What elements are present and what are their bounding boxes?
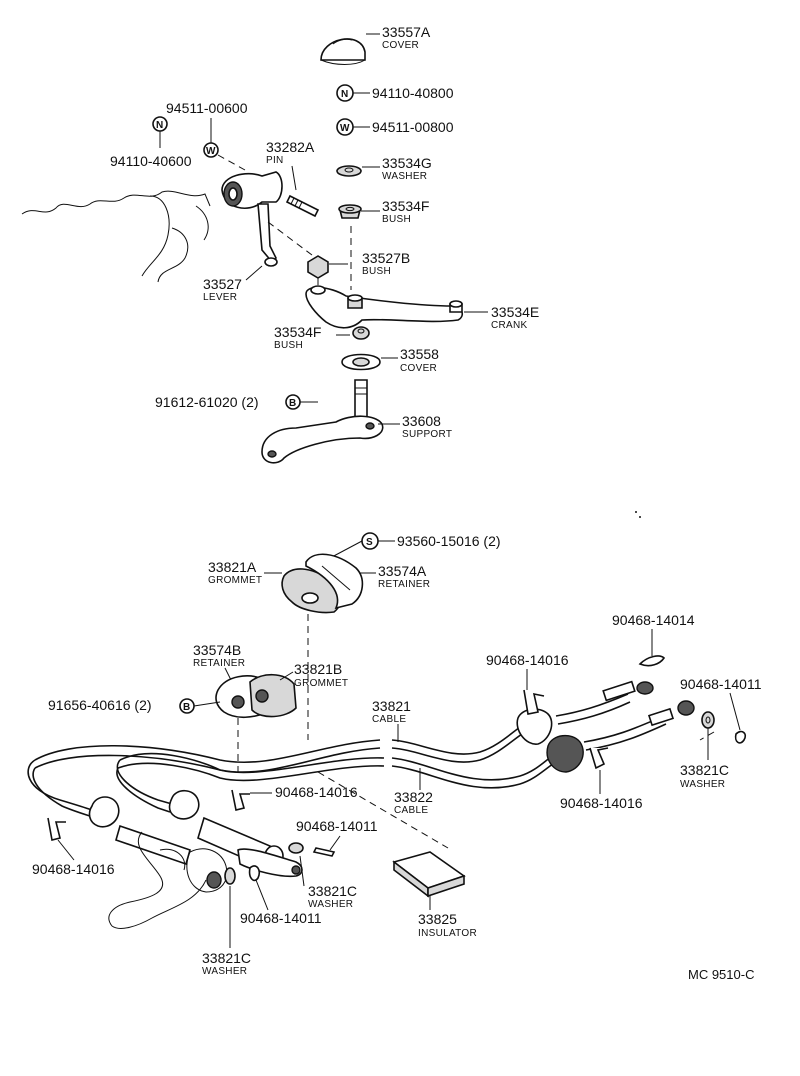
label-33534f-low-name: BUSH <box>274 340 303 351</box>
label-33608-num: 33608 <box>402 413 441 429</box>
label-33527-name: LEVER <box>203 292 237 303</box>
cover-33558-part <box>341 353 381 371</box>
clip-right-upper <box>523 689 545 715</box>
label-90468-14011-low: 90468-14011 <box>240 910 322 926</box>
pin-mid-small <box>312 847 336 857</box>
badge-letter-s: S <box>366 537 373 548</box>
label-33821a-name: GROMMET <box>208 575 262 586</box>
label-33608-name: SUPPORT <box>402 429 452 440</box>
label-33574a-num: 33574A <box>378 563 427 579</box>
bush-33527b-part <box>307 255 329 279</box>
label-33821b-num: 33821B <box>294 661 342 677</box>
retainer-33574a-part <box>305 553 364 610</box>
label-33527b-name: BUSH <box>362 266 391 277</box>
label-33527b-num: 33527B <box>362 250 410 266</box>
label-94511-00800: 94511-00800 <box>372 119 454 135</box>
label-33534f-low-num: 33534F <box>274 324 321 340</box>
washer-33534g-part <box>336 165 362 177</box>
bush-33534f-top-part <box>338 204 362 219</box>
label-33557a-num: 33557A <box>382 24 431 40</box>
label-90468-14016-left: 90468-14016 <box>32 861 115 877</box>
cable-end-left <box>88 789 303 878</box>
label-33574a-name: RETAINER <box>378 579 430 590</box>
badge-letter-n: N <box>341 89 348 100</box>
diagram-code: MC 9510-C <box>688 967 754 982</box>
label-33527-num: 33527 <box>203 276 242 292</box>
label-33558-num: 33558 <box>400 346 439 362</box>
label-91612-61020: 91612-61020 (2) <box>155 394 259 410</box>
badge-letter-b-lower: B <box>183 702 190 713</box>
cover-knob-part <box>320 38 366 65</box>
label-90468-14011-tr: 90468-14011 <box>680 676 762 692</box>
crank-33534e-part <box>305 285 464 329</box>
label-33534g-num: 33534G <box>382 155 432 171</box>
label-33822-name: CABLE <box>394 805 428 816</box>
label-90468-14016-tr: 90468-14016 <box>486 652 569 668</box>
lever-33527-part <box>221 171 283 267</box>
label-90468-14014: 90468-14014 <box>612 612 695 628</box>
label-33821c-mid-num: 33821C <box>308 883 357 899</box>
label-33534e-num: 33534E <box>491 304 539 320</box>
label-33821c-r-name: WASHER <box>680 779 725 790</box>
label-94110-40800: 94110-40800 <box>372 85 454 101</box>
label-33821-num: 33821 <box>372 698 411 714</box>
washer-33821c-low-part <box>224 867 236 885</box>
clip-left-inner <box>231 789 250 811</box>
clip-lower-small <box>248 865 261 882</box>
label-33558-name: COVER <box>400 363 437 374</box>
badge-letter-n-left: N <box>156 120 163 131</box>
pin-33282a-part <box>285 194 320 218</box>
label-33821c-low-num: 33821C <box>202 950 251 966</box>
label-33282a-name: PIN <box>266 155 284 166</box>
bush-33534f-low-part <box>352 326 370 340</box>
label-33821-name: CABLE <box>372 714 406 725</box>
grommet-33821b-part <box>249 673 297 718</box>
label-33825-name: INSULATOR <box>418 928 477 939</box>
pin-right-small <box>734 730 747 744</box>
label-90468-14016-mid: 90468-14016 <box>275 784 358 800</box>
label-33821c-r-num: 33821C <box>680 762 729 778</box>
support-33608-part <box>261 379 384 464</box>
clip-top-right <box>638 655 666 667</box>
label-91656-40616: 91656-40616 (2) <box>48 697 152 713</box>
insulator-33825-part <box>392 851 466 898</box>
badge-letter-w: W <box>340 123 350 134</box>
label-33534f-top-num: 33534F <box>382 198 429 214</box>
label-33557a-name: COVER <box>382 40 419 51</box>
label-33822-num: 33822 <box>394 789 433 805</box>
label-94511-00600: 94511-00600 <box>166 100 248 116</box>
washer-33821c-mid-part <box>288 842 304 854</box>
label-33821b-name: GROMMET <box>294 678 348 689</box>
label-90468-14016-br: 90468-14016 <box>560 795 643 811</box>
badge-letter-b: B <box>289 398 296 409</box>
label-33534e-name: CRANK <box>491 320 528 331</box>
label-90468-14011-mid: 90468-14011 <box>296 818 378 834</box>
clip-left-outer <box>47 817 66 841</box>
label-93560-15016: 93560-15016 (2) <box>397 533 501 549</box>
clip-right-lower <box>589 747 609 770</box>
label-94110-40600: 94110-40600 <box>110 153 192 169</box>
transmission-housing-sketch <box>21 190 211 283</box>
label-33574b-num: 33574B <box>193 642 241 658</box>
badge-letter-w-left: W <box>206 146 216 157</box>
label-33574b-name: RETAINER <box>193 658 245 669</box>
washer-33821c-right-part <box>701 711 715 729</box>
label-33825-num: 33825 <box>418 911 457 927</box>
label-33534g-name: WASHER <box>382 171 427 182</box>
label-33821a-num: 33821A <box>208 559 257 575</box>
cable-end-right-upper <box>516 680 654 745</box>
transmission-housing-lower-sketch <box>108 831 228 929</box>
label-33282a-num: 33282A <box>266 139 315 155</box>
cable-end-right-lower <box>546 700 695 773</box>
label-33821c-mid-name: WASHER <box>308 899 353 910</box>
label-33534f-top-name: BUSH <box>382 214 411 225</box>
label-33821c-low-name: WASHER <box>202 966 247 977</box>
